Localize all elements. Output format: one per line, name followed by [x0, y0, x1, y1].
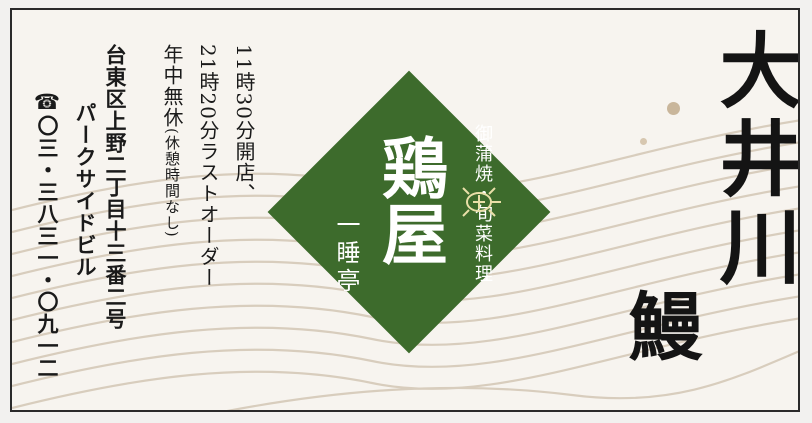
brand-name: 大井川: [705, 28, 800, 292]
turtle-icon: [462, 187, 501, 217]
emblem-seal-text: 鶏屋: [371, 134, 449, 266]
hours-open: 11時30分開店、: [232, 44, 256, 204]
phone-number: 〇三・三八三一・〇九一二: [35, 115, 59, 379]
accent-dot: [667, 102, 680, 115]
address-line-2: パークサイドビル: [73, 102, 97, 278]
closed-days: 年中無休(休憩時間なし): [158, 44, 187, 238]
telephone-icon: ☎: [35, 90, 59, 115]
hours-last-order: 21時20分ラストオーダー: [196, 44, 220, 288]
phone-line: ☎〇三・三八三一・〇九一二: [32, 90, 62, 379]
closed-main: 年中無休: [160, 44, 184, 128]
closed-note: (休憩時間なし): [163, 128, 181, 238]
emblem-diamond: 御蒲焼・旬菜料理 鶏屋 一睡亭: [259, 62, 559, 362]
accent-dot-small: [640, 138, 647, 145]
advertisement: 11時30分開店、 21時20分ラストオーダー 年中無休(休憩時間なし) 台東区…: [10, 8, 800, 412]
brand-subject: 鰻: [616, 288, 702, 362]
emblem-subtitle: 御蒲焼・旬菜料理: [472, 124, 493, 284]
address-line-1: 台東区上野二丁目十三番二号: [103, 44, 127, 330]
store-name: 一睡亭: [332, 212, 360, 296]
